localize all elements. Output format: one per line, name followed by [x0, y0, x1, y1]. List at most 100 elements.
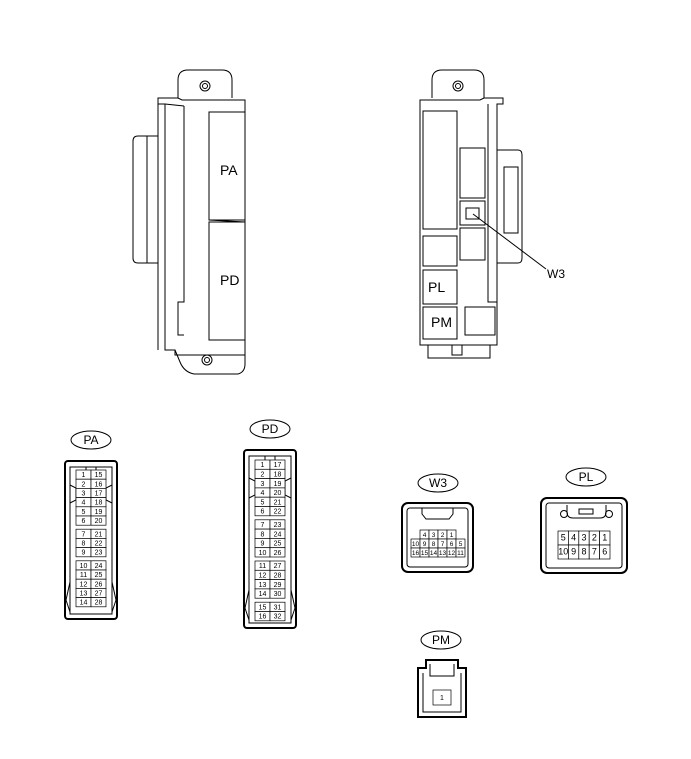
back-label-pl: PL [428, 279, 445, 295]
pm-pin-1-label: 1 [440, 695, 444, 702]
pd-grid-pin-26-cell [269, 547, 286, 558]
pa-grid-pin-8-label: 8 [82, 541, 86, 548]
w3-pin-11-label: 11 [457, 550, 464, 557]
w3-pin-8-label: 8 [432, 541, 436, 548]
pa-grid-pin-27-label: 27 [95, 591, 103, 598]
pd-grid-pin-23-label: 23 [274, 522, 282, 529]
callout-label-w3: W3 [547, 267, 565, 281]
pd-grid-pin-20-label: 20 [274, 490, 282, 497]
pd-grid-pin-27-label: 27 [274, 563, 282, 570]
pa-grid-pin-5-label: 5 [82, 509, 86, 516]
pd-grid-pin-22-cell [269, 506, 286, 517]
w3-pin-1-label: 1 [450, 532, 454, 539]
w3-pin-16-label: 16 [412, 550, 420, 557]
pd-grid-pin-32-label: 32 [274, 614, 282, 621]
pd-grid-pin-30-label: 30 [274, 591, 282, 598]
pl-pin-5-label: 5 [561, 533, 566, 543]
pl-pin-4-label: 4 [571, 533, 576, 543]
w3-pin-12-label: 12 [448, 550, 456, 557]
pa-grid-pin-15-label: 15 [95, 472, 103, 479]
pd-grid-pin-19-label: 19 [274, 481, 282, 488]
pd-grid-pin-7-label: 7 [261, 522, 265, 529]
pa-grid-pin-21-label: 21 [95, 531, 103, 538]
pa-grid-pin-19-label: 19 [95, 509, 103, 516]
w3-pin-5-label: 5 [459, 541, 463, 548]
pa-grid-pin-26-label: 26 [95, 581, 103, 588]
pd-grid-pin-5-label: 5 [261, 499, 265, 506]
w3-leader-line [472, 213, 547, 270]
module-back-view: PL PM W3 [419, 69, 565, 359]
w3-pin-6-label: 6 [450, 541, 454, 548]
pa-grid-pin-23-label: 23 [95, 550, 103, 557]
pd-grid-pin-12-label: 12 [259, 572, 267, 579]
pa-grid-pin-6-label: 6 [82, 518, 86, 525]
w3-pin-15-label: 15 [421, 550, 429, 557]
connector-pm-tag: PM [432, 633, 450, 647]
pd-grid-pin-11-label: 11 [259, 563, 266, 570]
pa-grid-pin-23-cell [90, 547, 107, 558]
pa-grid-pin-13-label: 13 [80, 591, 88, 598]
pd-grid-pin-32-cell [269, 611, 286, 622]
pa-grid-pin-2-label: 2 [82, 481, 86, 488]
pd-grid-pin-14-label: 14 [259, 591, 267, 598]
w3-pin-4-label: 4 [423, 532, 427, 539]
pl-pin-2-label: 2 [592, 533, 597, 543]
w3-pin-14-label: 14 [430, 550, 438, 557]
w3-pin-13-label: 13 [439, 550, 447, 557]
pa-grid-pin-14-label: 14 [80, 600, 88, 607]
pa-grid-pin-20-cell [90, 515, 107, 526]
pd-grid-pin-6-label: 6 [261, 509, 265, 516]
connector-pl-tag: PL [579, 470, 594, 484]
pa-grid-pin-16-label: 16 [95, 481, 103, 488]
pd-grid-pin-15-label: 15 [259, 604, 267, 611]
w3-pin-3-label: 3 [432, 532, 436, 539]
w3-pin-2-label: 2 [441, 532, 445, 539]
pa-grid-pin-11-label: 11 [80, 572, 87, 579]
pl-pin-6-label: 6 [602, 547, 607, 557]
pa-grid-pin-20-label: 20 [95, 518, 103, 525]
back-label-pm: PM [431, 314, 452, 330]
w3-pin-9-label: 9 [423, 541, 427, 548]
pd-grid-pin-16-label: 16 [259, 614, 267, 621]
pa-grid-pin-28-label: 28 [95, 600, 103, 607]
pa-grid-pin-1-label: 1 [82, 472, 86, 479]
pa-grid-pin-25-label: 25 [95, 572, 103, 579]
pd-grid-pin-10-label: 10 [259, 550, 267, 557]
pd-grid-pin-28-label: 28 [274, 572, 282, 579]
pd-grid-pin-8-label: 8 [261, 531, 265, 538]
pl-pin-9-label: 9 [571, 547, 576, 557]
pa-grid-pin-10-label: 10 [80, 563, 88, 570]
module-front-view: PA PD [132, 69, 246, 375]
pd-grid-pin-1-label: 1 [261, 462, 265, 469]
pd-grid-pin-21-label: 21 [274, 499, 282, 506]
pd-grid-pin-17-label: 17 [274, 462, 282, 469]
pd-grid-pin-4-label: 4 [261, 490, 265, 497]
pl-pin-3-label: 3 [581, 533, 586, 543]
front-label-pa: PA [220, 162, 238, 178]
pd-grid-pin-24-label: 24 [274, 531, 282, 538]
pa-grid-pin-22-label: 22 [95, 541, 103, 548]
pa-grid-pin-18-label: 18 [95, 500, 103, 507]
pl-pin-6-cell [599, 544, 611, 560]
pd-grid-pin-30-cell [269, 588, 286, 599]
w3-pin-10-label: 10 [412, 541, 420, 548]
w3-location [459, 200, 486, 226]
pd-grid-pin-18-label: 18 [274, 471, 282, 478]
pd-grid-pin-25-label: 25 [274, 541, 282, 548]
pa-grid-pin-4-label: 4 [82, 500, 86, 507]
connector-pd-tag: PD [262, 422, 279, 436]
connector-pm: PM 1 [417, 630, 467, 718]
pm-pin-1-cell [432, 689, 452, 706]
pa-grid-pin-7-label: 7 [82, 531, 86, 538]
pa-grid-pin-9-label: 9 [82, 550, 86, 557]
pa-grid-pin-24-label: 24 [95, 563, 103, 570]
pa-grid-pin-3-label: 3 [82, 491, 86, 498]
pd-grid-pin-31-label: 31 [274, 604, 282, 611]
